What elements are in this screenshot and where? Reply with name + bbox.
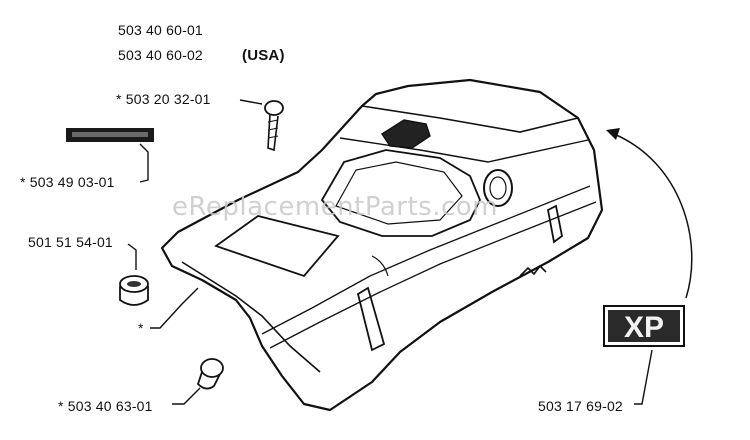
cover-ridge-line <box>339 137 589 163</box>
grommet-part <box>196 358 224 390</box>
cover-side-line-2 <box>269 201 597 349</box>
callout-decal: * 503 49 03-01 <box>20 174 115 190</box>
cover-skirt-line <box>181 261 321 373</box>
plug-part <box>119 275 149 306</box>
screw-leader <box>239 99 263 105</box>
xp-badge-text: XP <box>624 311 664 344</box>
cover-top-boss <box>381 119 431 149</box>
plug-leader <box>127 243 137 270</box>
cover-leader <box>150 287 199 329</box>
cover-notch <box>519 264 547 277</box>
cover-side-line-1 <box>261 185 591 335</box>
xp-arrow-head <box>606 128 620 140</box>
cover-body-outline <box>160 78 604 412</box>
xp-leader <box>634 349 653 405</box>
cover-top-ridge <box>361 105 579 133</box>
decal-leader <box>139 143 149 183</box>
callout-screw: * 503 20 32-01 <box>116 91 211 107</box>
grommet-leader <box>172 387 201 405</box>
callout-plug: 501 51 54-01 <box>28 234 113 250</box>
callout-cover-marker: * <box>138 320 144 336</box>
watermark: eReplacementParts.com <box>172 192 499 222</box>
xp-arrow <box>613 133 693 299</box>
callout-xp-decal: 503 17 69-02 <box>538 398 623 414</box>
screw-part <box>264 100 284 152</box>
cover-plug-hole <box>483 169 513 207</box>
cover-panel <box>214 215 340 278</box>
cover-slot-right <box>546 204 563 244</box>
cover-hump-inner <box>335 161 463 225</box>
cover-slot-front <box>356 286 386 352</box>
xp-decal: XP <box>603 305 685 347</box>
part-number-b: 503 40 60-02 <box>118 47 203 63</box>
region-label: (USA) <box>242 47 285 64</box>
cover-hump <box>320 149 481 237</box>
part-number-a: 503 40 60-01 <box>118 22 203 38</box>
callout-grommet: * 503 40 63-01 <box>58 398 153 414</box>
